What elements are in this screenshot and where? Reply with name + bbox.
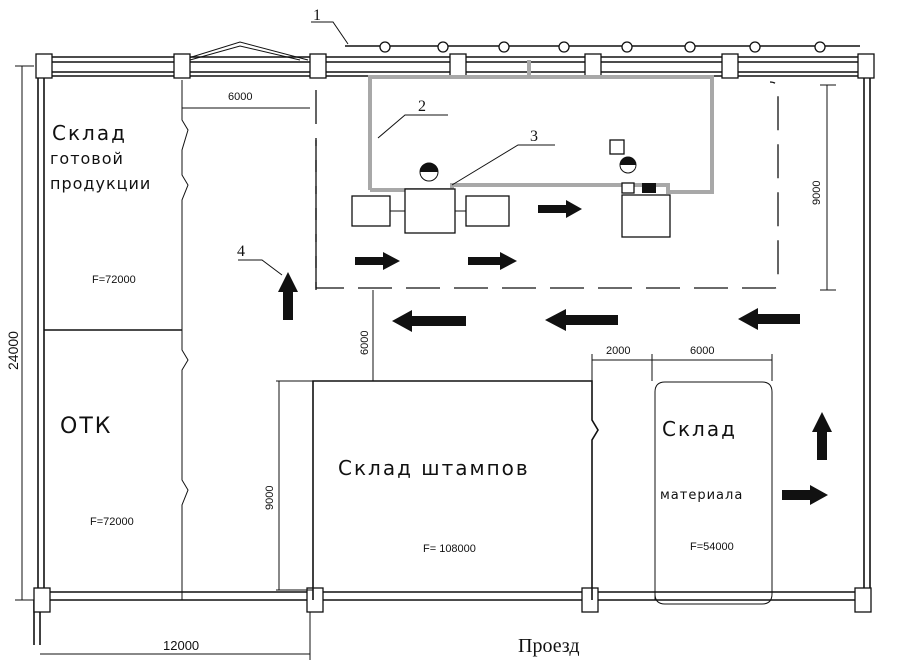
crane-outline: [368, 75, 714, 194]
callout-1: 1: [313, 7, 321, 24]
finished-goods-label-2: готовой: [50, 149, 124, 168]
material-label-2: материала: [660, 488, 743, 503]
callout-3: 3: [530, 128, 538, 145]
callout-2: 2: [418, 98, 426, 115]
dim-right-zone-height: 9000: [811, 181, 823, 205]
finished-goods-area: F=72000: [92, 274, 136, 286]
building-columns: [33, 53, 875, 613]
road-label: Проезд: [518, 635, 580, 657]
operator-icon: [420, 163, 438, 172]
dimension-lines: [15, 65, 836, 660]
dim-passage-width: 6000: [359, 331, 371, 355]
qc-label: ОТК: [60, 414, 112, 439]
qc-area: F=72000: [90, 516, 134, 528]
dim-gap-right: 2000: [606, 345, 630, 357]
flow-arrows: [278, 200, 832, 505]
crane-rail: [345, 41, 860, 53]
callout-leaders: [238, 21, 555, 276]
dim-top-left-opening: 6000: [228, 91, 252, 103]
material-label-1: Склад: [662, 417, 737, 441]
press-equipment: [351, 139, 671, 238]
dim-bottom-width: 12000: [163, 638, 199, 653]
finished-goods-label-3: продукции: [50, 174, 151, 193]
control-box: [609, 139, 625, 155]
callout-4: 4: [237, 243, 245, 260]
stamps-area: F= 108000: [423, 543, 476, 555]
room-walls: [44, 80, 779, 605]
material-area: F=54000: [690, 541, 734, 553]
finished-goods-label-1: Склад: [52, 121, 127, 145]
dim-overall-height: 24000: [5, 331, 21, 370]
dim-material-wh-width: 6000: [690, 345, 714, 357]
dim-stamp-wh-height: 9000: [264, 486, 276, 510]
stamps-label: Склад штампов: [338, 456, 530, 480]
